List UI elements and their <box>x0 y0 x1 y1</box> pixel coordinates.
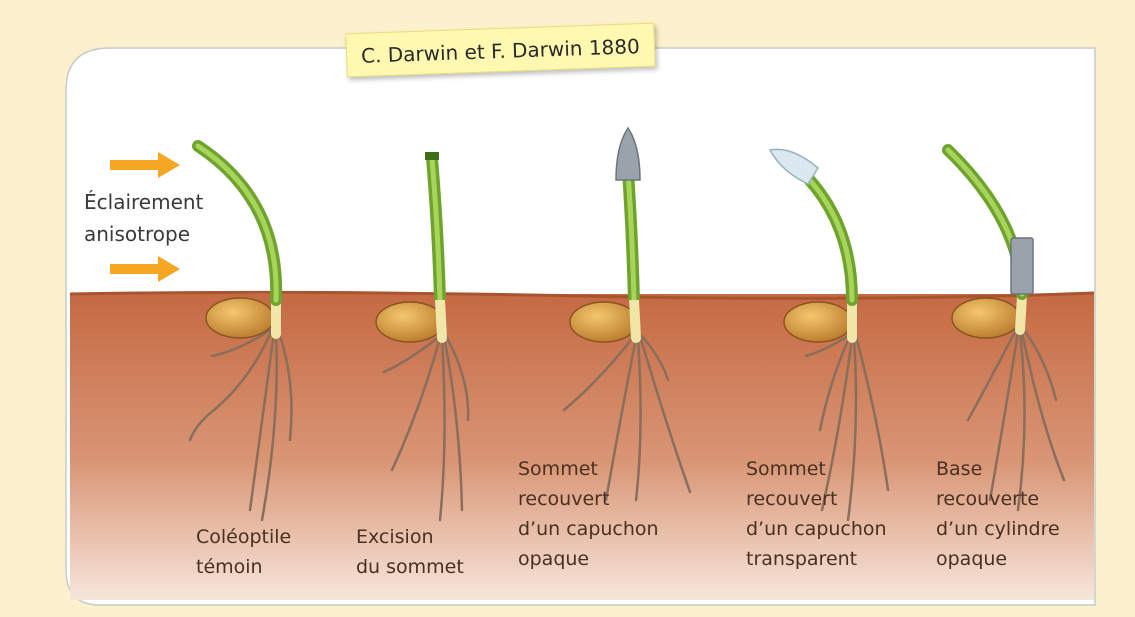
caption-line: recouvert <box>746 484 887 514</box>
caption-opaque-base: Base recouverte d’un cylindre opaque <box>936 454 1060 574</box>
seed <box>952 298 1020 338</box>
cut-tip <box>425 152 439 160</box>
caption-line: opaque <box>936 544 1060 574</box>
caption-line: Sommet <box>746 454 887 484</box>
caption-line: du sommet <box>356 552 464 582</box>
seed <box>376 302 444 342</box>
caption-line: Coléoptile <box>196 522 291 552</box>
caption-line: Sommet <box>518 454 659 484</box>
caption-line: opaque <box>518 544 659 574</box>
caption-line: d’un capuchon <box>518 514 659 544</box>
seed <box>784 302 852 342</box>
caption-line: transparent <box>746 544 887 574</box>
light-label-line: anisotrope <box>84 218 203 250</box>
caption-transparent-cap: Sommet recouvert d’un capuchon transpare… <box>746 454 887 574</box>
seed <box>570 302 638 342</box>
caption-line: recouvert <box>518 484 659 514</box>
light-label-line: Éclairement <box>84 186 203 218</box>
light-label: Éclairement anisotrope <box>84 186 203 250</box>
caption-line: témoin <box>196 552 291 582</box>
caption-opaque-cap: Sommet recouvert d’un capuchon opaque <box>518 454 659 574</box>
caption-control: Coléoptile témoin <box>196 522 291 582</box>
caption-tip-excised: Excision du sommet <box>356 522 464 582</box>
caption-line: recouverte <box>936 484 1060 514</box>
opaque-cylinder <box>1011 238 1033 294</box>
caption-line: Base <box>936 454 1060 484</box>
caption-line: d’un capuchon <box>746 514 887 544</box>
seed <box>206 298 274 338</box>
caption-line: Excision <box>356 522 464 552</box>
caption-line: d’un cylindre <box>936 514 1060 544</box>
